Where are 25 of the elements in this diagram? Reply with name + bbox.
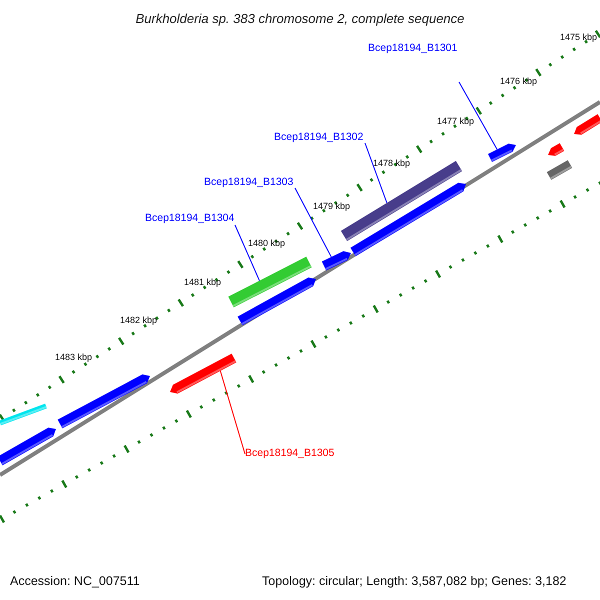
tick-label: 1480 kbp bbox=[248, 239, 286, 248]
tick-label: 1478 kbp bbox=[373, 159, 410, 168]
gene-label: Bcep18194_B1301 bbox=[368, 43, 458, 54]
tick-label: 1475 kbp bbox=[560, 33, 598, 42]
gene-segment bbox=[228, 256, 312, 308]
tick-label: 1479 kbp bbox=[313, 202, 350, 211]
gene-label: Bcep18194_B1304 bbox=[145, 213, 234, 224]
leader-line bbox=[220, 370, 246, 454]
gene-segment bbox=[322, 251, 351, 270]
tick-label: 1483 kbp bbox=[55, 353, 92, 362]
gene-segment bbox=[488, 144, 516, 162]
leader-line bbox=[294, 188, 332, 258]
leader-line bbox=[234, 224, 260, 282]
footer-text: Topology: circular; Length: 3,587,082 bp; Genes: 3,182 bbox=[262, 575, 566, 588]
footer-text: Accession: NC_007511 bbox=[10, 575, 140, 588]
title: Burkholderia sp. 383 chromosome 2, complete sequence bbox=[134, 12, 466, 25]
gene-label: Bcep18194_B1305 bbox=[245, 448, 334, 458]
leader-line bbox=[458, 82, 498, 150]
gene-label: Bcep18194_B1302 bbox=[274, 132, 364, 142]
leader-line bbox=[364, 142, 388, 204]
tick-label: 1482 kbp bbox=[120, 316, 158, 325]
gene-segment bbox=[170, 354, 236, 394]
gene-label: Bcep18194_B1303 bbox=[204, 177, 294, 188]
tick-label: 1476 kbp bbox=[500, 77, 538, 86]
tick-label: 1477 kbp bbox=[437, 117, 474, 126]
